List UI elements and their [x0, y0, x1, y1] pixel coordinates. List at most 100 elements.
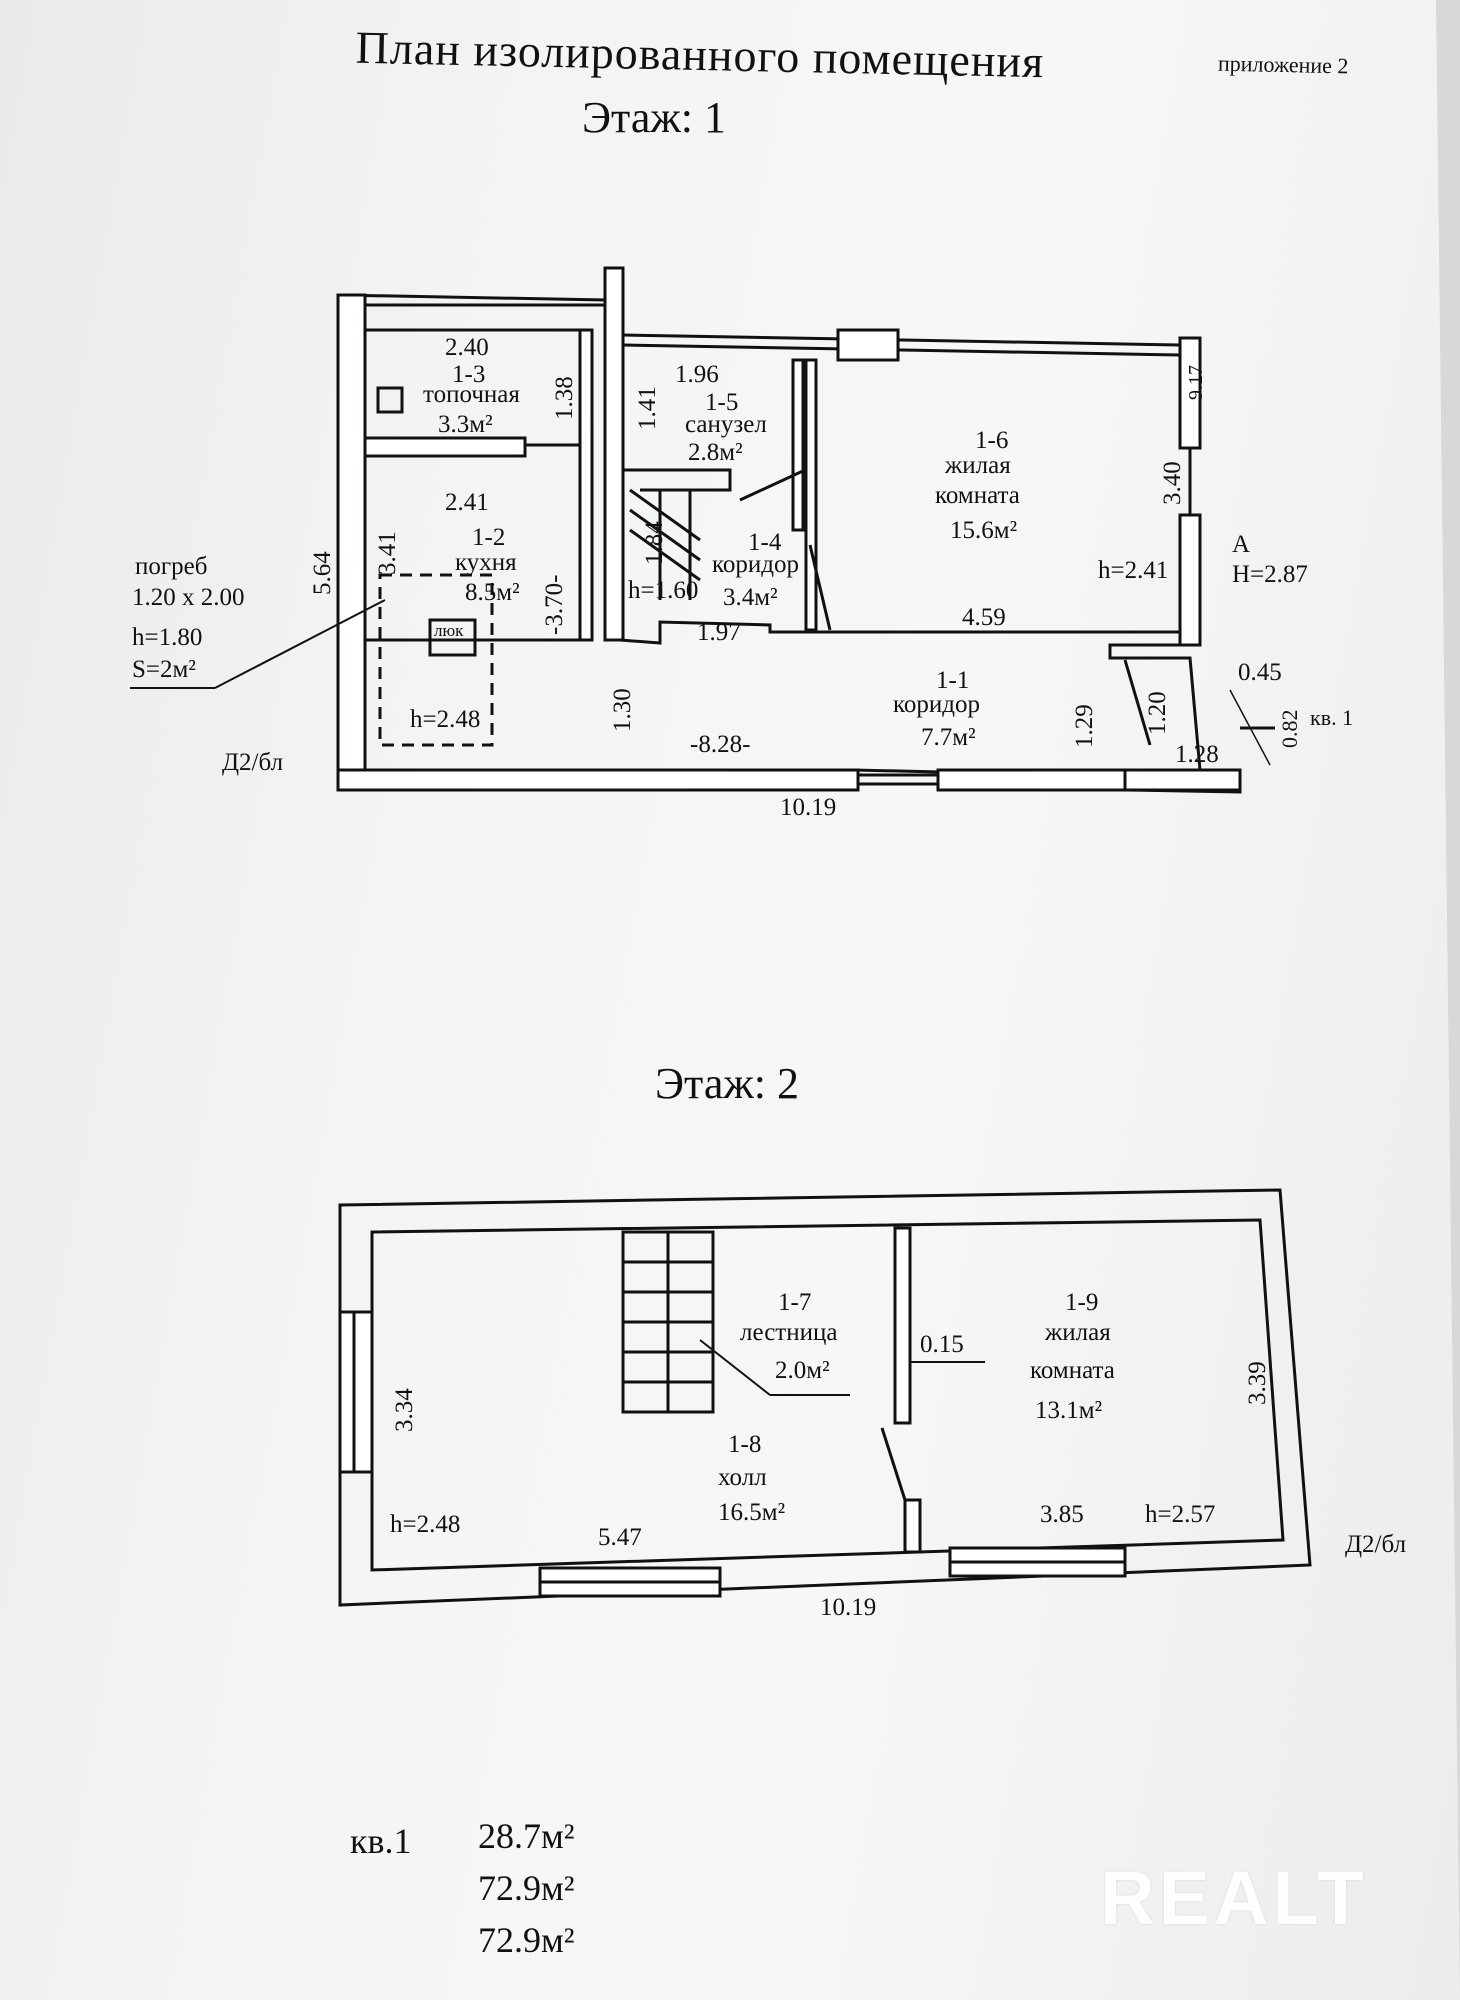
window-jamb-top [1178, 336, 1202, 450]
room-1-2-area: 8.5м² [465, 579, 520, 606]
room-1-7-area: 2.0м² [775, 1357, 830, 1384]
bath-top-wall-2 [622, 333, 1181, 347]
summary-values: 28.7м² 72.9м² 72.9м² [478, 1810, 575, 1966]
dim-h-2-57: h=2.57 [1145, 1501, 1215, 1528]
marker-a: A [1232, 531, 1250, 558]
boiler-room-wall [363, 436, 527, 458]
floor-2-partition [893, 1226, 912, 1425]
dim-10-19-f1: 10.19 [780, 794, 836, 821]
dim-1-96: 1.96 [675, 361, 719, 388]
dim-8-28: -8.28- [690, 731, 750, 758]
stairs-outline [623, 468, 732, 492]
room-1-7-name: лестница [740, 1319, 837, 1346]
floor-1-label: Этаж: 1 [582, 93, 726, 142]
dim-3-85: 3.85 [1040, 1501, 1084, 1528]
room-1-6-name2: комната [935, 482, 1020, 509]
dim-h-2-41: h=2.41 [1098, 557, 1168, 584]
dim-0-82: 0.82 [1277, 710, 1302, 749]
dim-0-15: 0.15 [920, 1331, 964, 1358]
entry-door [1123, 659, 1152, 746]
dim-1-29: 1.29 [1071, 704, 1098, 748]
floor-2-walls [338, 1188, 1312, 1607]
room-1-1-number: 1-1 [936, 667, 969, 694]
summary-value-2: 72.9м² [478, 1868, 575, 1908]
stair-leader [699, 1339, 771, 1396]
cellar-line2: 1.20 x 2.00 [132, 584, 245, 611]
room-1-3-area: 3.3м² [438, 411, 493, 438]
hatch-box [428, 618, 477, 657]
stair-line-2 [629, 508, 701, 562]
cellar-line1: погреб [135, 553, 207, 580]
bath-door [739, 468, 806, 502]
kitchen-right-wall [578, 328, 594, 642]
summary-value-1: 28.7м² [478, 1816, 575, 1856]
room-1-6-area: 15.6м² [950, 517, 1017, 544]
dim-2-40: 2.40 [445, 334, 489, 361]
floor-2-label: Этаж: 2 [655, 1059, 799, 1108]
living-door [808, 544, 832, 631]
dim-3-39: 3.39 [1244, 1361, 1271, 1405]
room-1-9-name2: комната [1030, 1357, 1115, 1384]
stair-line-3 [629, 528, 701, 582]
left-outer-wall [336, 293, 367, 787]
summary-apartment-label: кв.1 [350, 1821, 412, 1861]
room-1-1-name: коридор [893, 691, 980, 718]
room-1-8-name: холл [718, 1464, 767, 1491]
room-1-5-area: 2.8м² [688, 439, 743, 466]
room-1-3-name: топочная [423, 381, 520, 408]
hatch-label: люк [434, 621, 464, 640]
stair-line-1 [629, 488, 701, 542]
dim-3-34: 3.34 [391, 1388, 418, 1432]
room-1-1-area: 7.7м² [921, 724, 976, 751]
room-1-9-name1: жилая [1044, 1319, 1111, 1346]
dim-10-19-f2: 10.19 [820, 1594, 876, 1621]
dim-1-28: 1.28 [1175, 741, 1219, 768]
inner-wall-line [618, 270, 1192, 646]
floor-2-partition-bottom [903, 1498, 922, 1554]
cellar-line3: h=1.80 [132, 624, 202, 651]
dim-3-41: 3.41 [374, 531, 401, 575]
room-1-9-number: 1-9 [1065, 1289, 1098, 1316]
room-1-8-number: 1-8 [728, 1431, 761, 1458]
dim-1-84: 1.84 [641, 521, 668, 565]
dim-5-64: 5.64 [309, 551, 336, 595]
room-1-8-area: 16.5м² [718, 1499, 785, 1526]
dim-h-2-48-f2: h=2.48 [390, 1511, 460, 1538]
cellar-line4: S=2м² [132, 656, 196, 683]
room-1-2-name: кухня [455, 549, 517, 576]
dim-3-40: 3.40 [1159, 461, 1186, 505]
paper-edge [1436, 0, 1460, 2000]
boiler-symbol [376, 386, 404, 414]
room-1-9-area: 13.1м² [1035, 1397, 1102, 1424]
room-1-4-number: 1-4 [748, 529, 782, 556]
dim-line-a [1229, 689, 1271, 766]
dim-0-45: 0.45 [1238, 659, 1282, 686]
realt-watermark-logo: REALT [1100, 1856, 1368, 1941]
floor-2-door [880, 1427, 907, 1501]
window-jamb-bottom [1178, 513, 1202, 647]
room-1-4-area: 3.4м² [723, 584, 778, 611]
apartment-1-mark: кв. 1 [1310, 705, 1353, 730]
bottom-wall-left [336, 768, 860, 792]
central-wall [603, 266, 625, 642]
dim-1-41: 1.41 [634, 386, 661, 430]
summary-value-3: 72.9м² [478, 1920, 575, 1960]
bath-top-wall [622, 343, 1181, 357]
dim-1-97: 1.97 [697, 619, 741, 646]
floor-2-left-window [338, 1310, 374, 1474]
bath-right-wall [791, 358, 805, 532]
room-1-6-name1: жилая [944, 452, 1011, 479]
living-left-wall [804, 358, 818, 632]
room-1-5-number: 1-5 [705, 389, 738, 416]
dim-2-41: 2.41 [445, 489, 489, 516]
d2bl-label-f1: Д2/бл [222, 749, 283, 776]
dim-h-2-48-f1: h=2.48 [410, 706, 480, 733]
dim-1-30: 1.30 [609, 688, 636, 732]
dim-1-38: 1.38 [551, 376, 578, 420]
room-1-4-name: коридор [712, 551, 799, 578]
cellar-leader [214, 599, 386, 689]
room-1-7-number: 1-7 [778, 1289, 811, 1316]
dim-h-1-60: h=1.60 [628, 577, 698, 604]
